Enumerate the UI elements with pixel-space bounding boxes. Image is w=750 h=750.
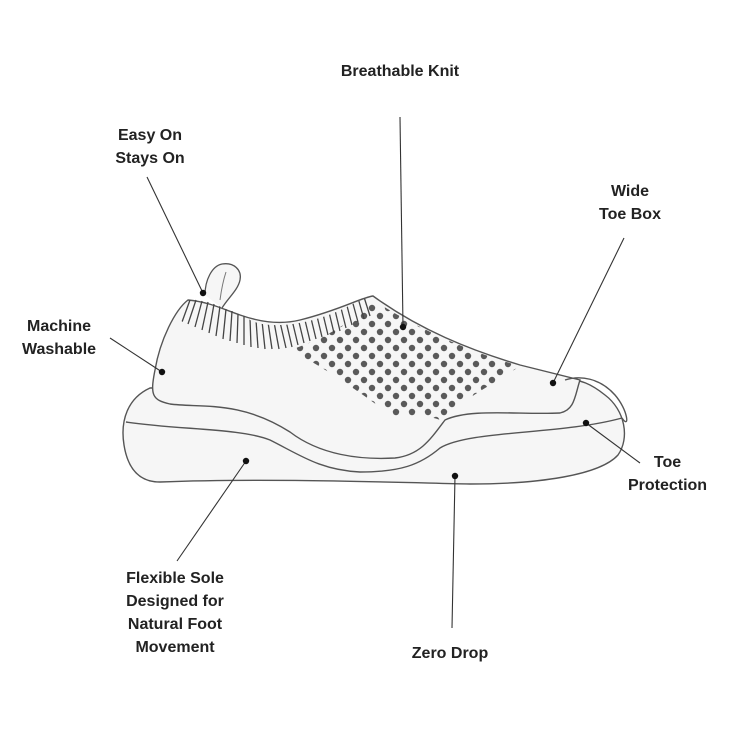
callout-toe-protection: Toe Protection: [627, 454, 708, 494]
callout-breathable-knit: Breathable Knit: [340, 63, 460, 80]
knit-pattern: [290, 300, 520, 420]
toe-cap: [564, 377, 628, 423]
callout-zero-drop: Zero Drop: [411, 645, 489, 662]
sole-line: [125, 417, 623, 473]
callout-machine-washable: Machine Washable: [21, 318, 97, 358]
callout-easy-on-stays-on: Easy On Stays On: [115, 127, 185, 167]
callout-wide-toe-box: Wide Toe Box: [599, 183, 661, 223]
callout-flexible-sole: Flexible Sole Designed for Natural Foot …: [126, 570, 224, 656]
